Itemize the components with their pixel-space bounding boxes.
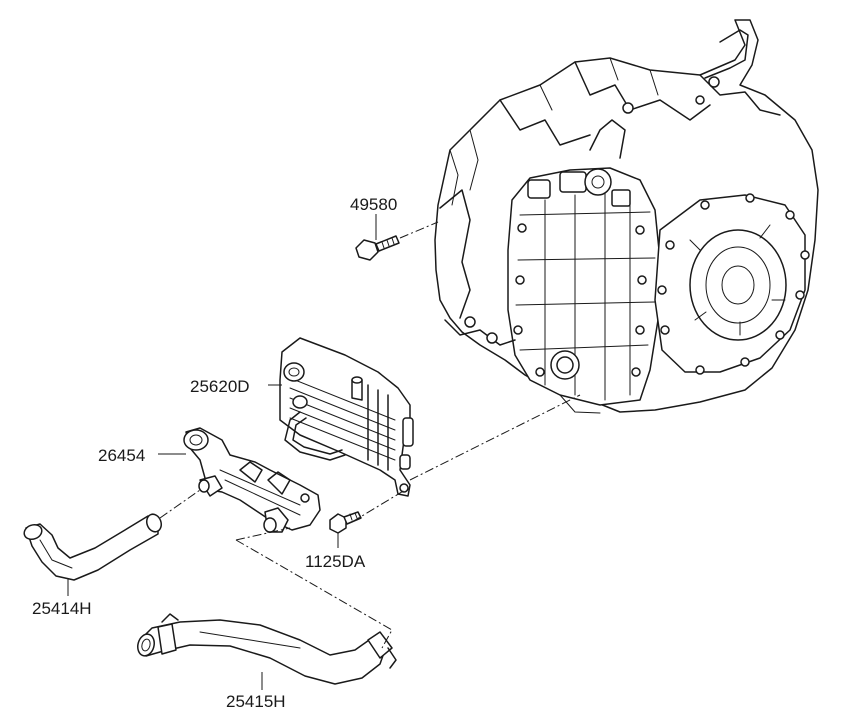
oil-cooler-25620D: [279, 337, 414, 497]
leader-lines: [67, 214, 377, 690]
part-label-49580: 49580: [350, 195, 397, 214]
transaxle-assembly: [434, 19, 819, 414]
part-label-25414H: 25414H: [32, 599, 92, 618]
hose-fitting-26454: [183, 427, 321, 533]
part-label-1125DA: 1125DA: [305, 552, 366, 571]
bolt-1125DA: [329, 511, 362, 534]
part-label-25620D: 25620D: [190, 377, 250, 396]
part-label-25415H: 25415H: [226, 692, 286, 711]
hose-25415H: [137, 613, 397, 685]
assembly-dash-lines: [159, 221, 581, 649]
bolt-49580: [355, 235, 400, 261]
hose-25414H: [23, 513, 163, 581]
part-label-26454: 26454: [98, 446, 145, 465]
